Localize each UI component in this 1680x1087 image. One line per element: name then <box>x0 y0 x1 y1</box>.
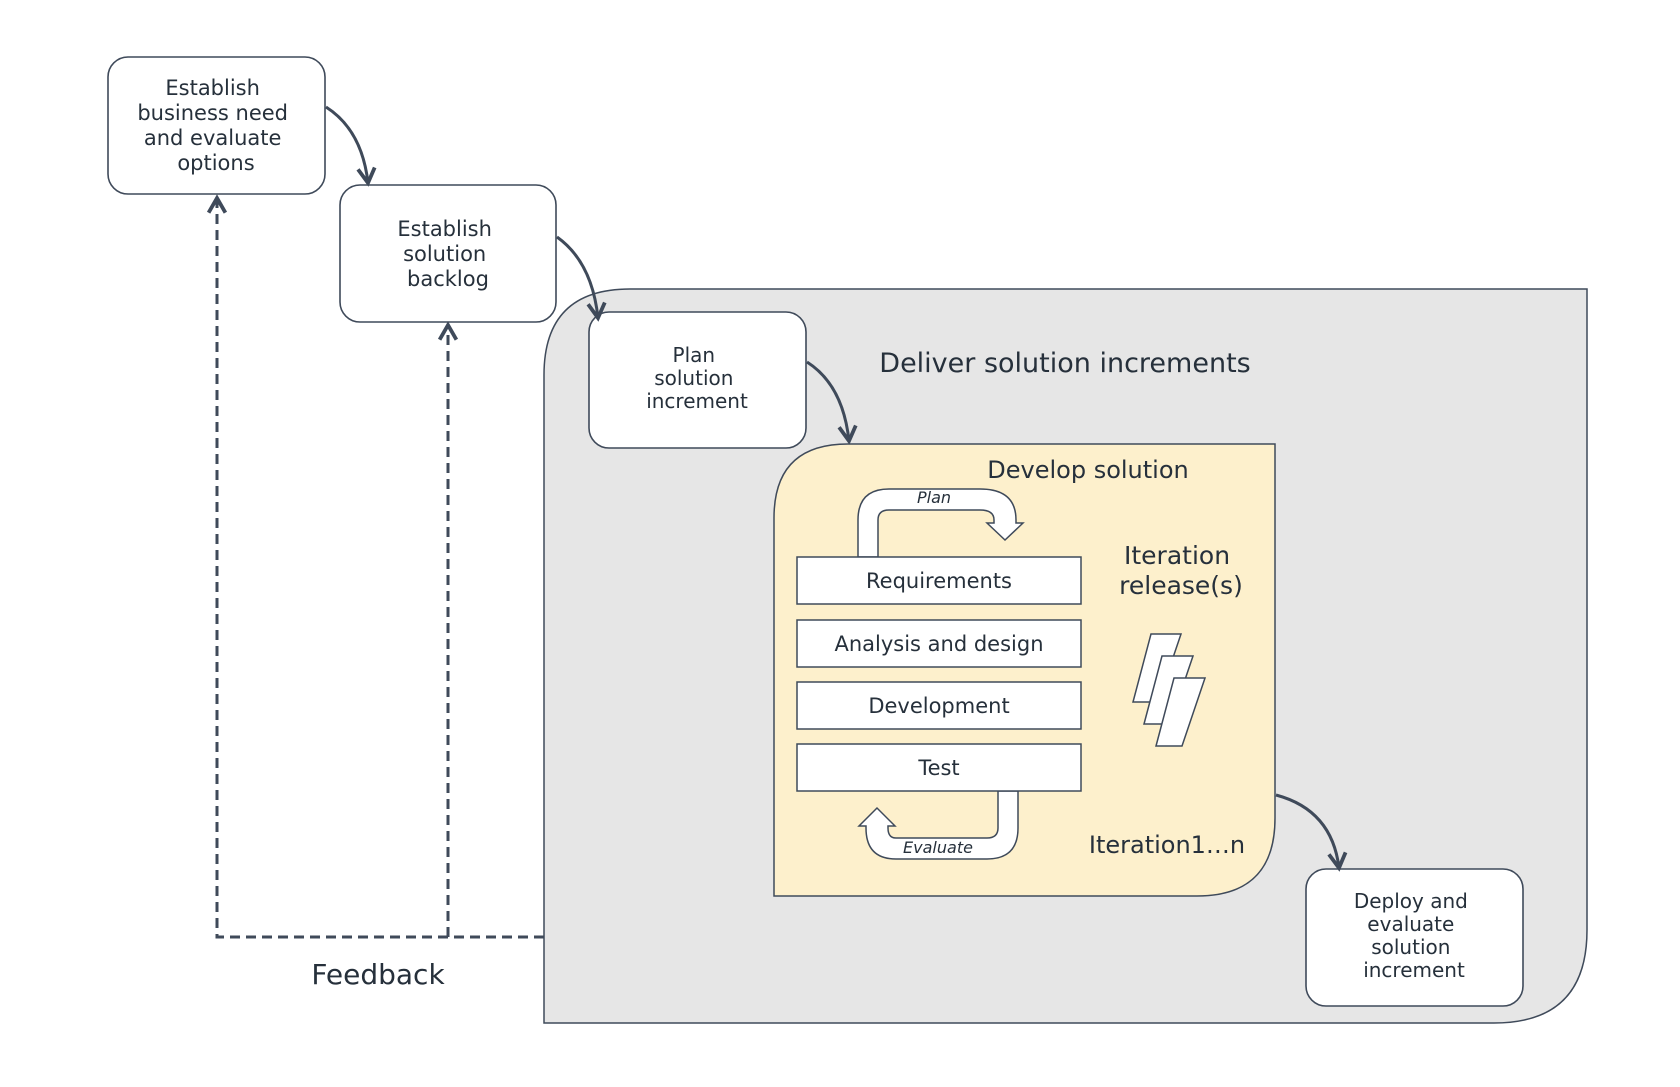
phase-requirements: Requirements <box>796 556 1082 605</box>
phase-test: Test <box>796 743 1082 792</box>
svg-text:Analysis and design: Analysis and design <box>834 632 1043 656</box>
svg-text:Requirements: Requirements <box>866 569 1012 593</box>
svg-text:Establish solution: Establish solution backlog <box>397 217 498 291</box>
feedback-lines <box>206 194 544 939</box>
release-documents-icon <box>1132 633 1207 747</box>
step-business-need: Establish business need and evaluate opt… <box>107 56 326 195</box>
iteration-range-label: Iteration1…n <box>1089 831 1245 859</box>
feedback-line-to-need <box>206 194 544 939</box>
phase-analysis-design: Analysis and design <box>796 619 1082 668</box>
arrow-backlog-to-plan <box>556 235 607 322</box>
arrow-plan-to-develop <box>806 360 858 445</box>
feedback-label: Feedback <box>311 958 445 991</box>
step-plan-increment: Plan solution increment <box>588 311 807 449</box>
iteration-release-label: Iteration release(s) <box>1119 541 1243 600</box>
develop-title: Develop solution <box>987 456 1188 484</box>
arrow-develop-to-deploy <box>1275 793 1348 872</box>
develop-region <box>773 443 1276 897</box>
plan-loop-arrow <box>857 488 1025 558</box>
svg-text:Test: Test <box>917 756 959 780</box>
svg-text:Plan solution incr: Plan solution increment <box>646 343 748 413</box>
arrow-need-to-backlog <box>325 105 377 187</box>
svg-text:Deploy and evaluate: Deploy and evaluate solution increment <box>1354 889 1474 982</box>
evaluate-loop-label: Evaluate <box>903 838 973 857</box>
plan-loop-label: Plan <box>917 488 951 507</box>
step-backlog: Establish solution backlog <box>339 184 557 323</box>
deliver-title: Deliver solution increments <box>879 348 1250 379</box>
phase-development: Development <box>796 681 1082 730</box>
svg-text:Establish business need: Establish business need and evaluate opt… <box>137 76 294 175</box>
svg-text:Development: Development <box>868 694 1009 718</box>
step-deploy: Deploy and evaluate solution increment <box>1305 868 1524 1007</box>
evaluate-loop-arrow <box>857 790 1019 860</box>
